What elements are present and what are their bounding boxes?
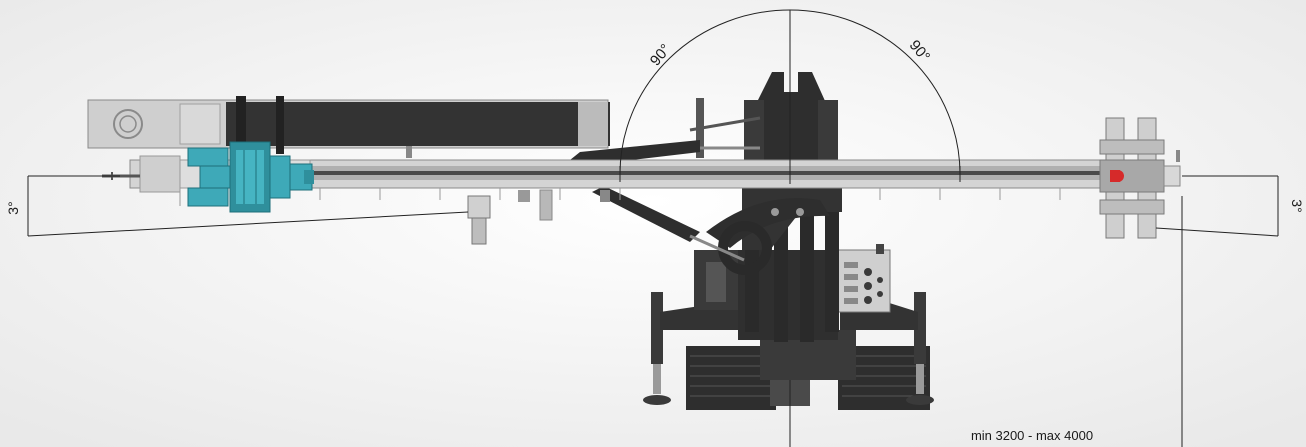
right-outrigger-foot [906, 395, 934, 405]
right-tilt-line [1155, 227, 1279, 237]
left-outrigger-foot [643, 395, 671, 405]
upper-mast [689, 72, 838, 170]
tilt-label-left: 3° [5, 201, 21, 214]
tilt-label-right: 3° [1289, 199, 1305, 212]
right-outrigger-leg [914, 292, 926, 364]
clamping-vise [1099, 117, 1181, 239]
drill-head [187, 141, 314, 213]
left-outrigger-leg [651, 292, 663, 364]
range-label: min 3200 - max 4000 [971, 428, 1093, 443]
dimension-lines [27, 9, 1279, 447]
rod-magazine [87, 96, 610, 158]
magazine-dark-section [226, 102, 610, 146]
left-tilt-line [27, 211, 469, 237]
machine-body [694, 182, 891, 342]
rod-clamp [467, 195, 491, 219]
logo-emblem [113, 109, 143, 139]
